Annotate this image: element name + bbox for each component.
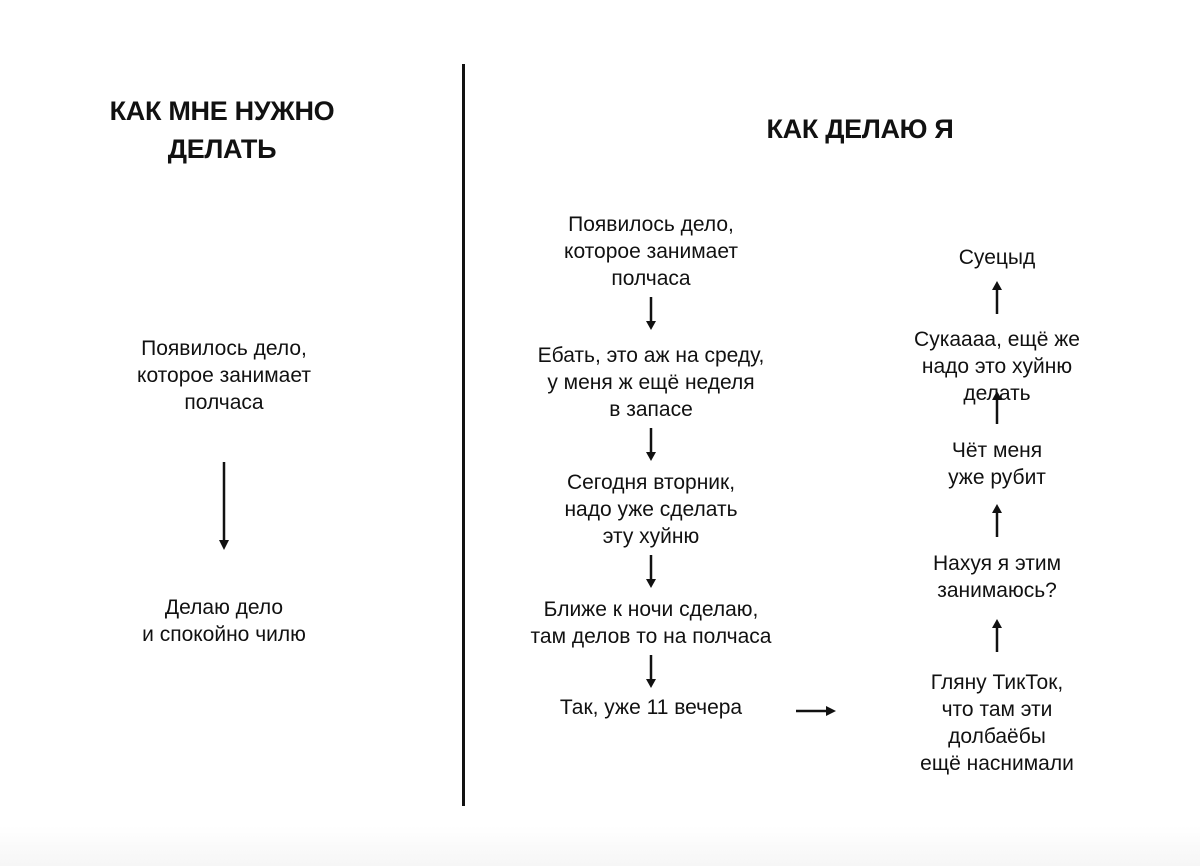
arrow-up-icon (992, 504, 1002, 537)
arrow-down-icon (646, 655, 656, 688)
right-title: КАК ДЕЛАЮ Я (766, 114, 954, 144)
right-step-5: Так, уже 11 вечера (559, 696, 743, 719)
right-step-10: Суецыд (958, 246, 1036, 269)
right-step-1: Появилось дело, которое занимает полчаса (564, 213, 738, 290)
right-step-7: Нахуя я этим занимаюсь? (932, 552, 1062, 602)
arrow-down-icon (646, 428, 656, 461)
arrow-down-icon (646, 555, 656, 588)
right-step-8: Чёт меня уже рубит (948, 439, 1046, 489)
arrow-up-icon (992, 619, 1002, 652)
bottom-shadow (0, 826, 1200, 866)
left-step-2: Делаю дело и спокойно чилю (142, 596, 306, 646)
right-step-9: Сукаааа, ещё же надо это хуйню делать (914, 328, 1080, 405)
arrow-down-icon (219, 462, 229, 550)
arrow-up-icon (992, 281, 1002, 314)
right-step-2: Ебать, это аж на среду, у меня ж ещё нед… (537, 344, 765, 421)
arrow-up-icon (992, 391, 1002, 424)
arrow-right-icon (796, 706, 836, 716)
left-step-1: Появилось дело, которое занимает полчаса (137, 337, 311, 414)
right-step-3: Сегодня вторник, надо уже сделать эту ху… (564, 471, 738, 548)
arrow-down-icon (646, 297, 656, 330)
column-divider (462, 64, 465, 806)
right-step-6: Гляну ТикТок, что там эти долбаёбы ещё н… (920, 671, 1074, 775)
right-step-4: Ближе к ночи сделаю, там делов то на пол… (530, 598, 772, 648)
left-title: КАК МНЕ НУЖНО ДЕЛАТЬ (109, 96, 335, 164)
